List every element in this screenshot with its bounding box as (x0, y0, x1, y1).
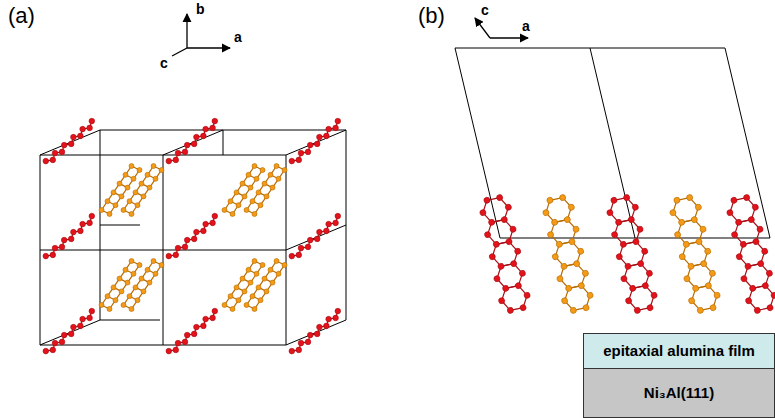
layer-label: Ni₃Al(111) (644, 385, 714, 402)
molecule-ladder (121, 259, 164, 312)
substrate-film-layer: epitaxial alumina film (583, 333, 775, 369)
axis-label: b (196, 2, 205, 16)
molecule-standing (604, 193, 660, 316)
axis-arrows (172, 14, 528, 56)
molecule-edge-on (43, 213, 95, 259)
molecule-edge-on (289, 308, 341, 354)
molecule-standing (724, 193, 775, 316)
molecule-edge-on (289, 118, 341, 164)
molecule-standing (667, 193, 723, 316)
axis-label: c (160, 56, 168, 70)
molecule-edge-on (166, 308, 218, 354)
molecule-edge-on (166, 213, 218, 259)
molecule-edge-on (166, 118, 218, 164)
molecule-edge-on (43, 308, 95, 354)
molecule-ladder (121, 164, 164, 217)
molecule-edge-on (43, 118, 95, 164)
molecule-edge-on (289, 213, 341, 259)
molecule-ladder (222, 259, 265, 312)
molecule-ladder (99, 259, 142, 312)
molecule-ladder (99, 164, 142, 217)
panel-label: (b) (418, 5, 445, 27)
molecule-ladder (222, 164, 265, 217)
molecule-standing (540, 193, 596, 316)
layer-label: epitaxial alumina film (603, 343, 755, 360)
substrate-layer: Ni₃Al(111) (583, 368, 775, 418)
unit-cell-outline (455, 48, 770, 238)
axis-label: a (522, 19, 530, 33)
axis-label: c (481, 3, 489, 17)
panel-label: (a) (8, 5, 35, 27)
molecule-standing (477, 193, 533, 316)
molecules (43, 118, 775, 354)
molecule-ladder (244, 164, 287, 217)
molecule-ladder (244, 259, 287, 312)
axis-label: a (234, 30, 242, 44)
unit-cell-grid (40, 130, 346, 345)
